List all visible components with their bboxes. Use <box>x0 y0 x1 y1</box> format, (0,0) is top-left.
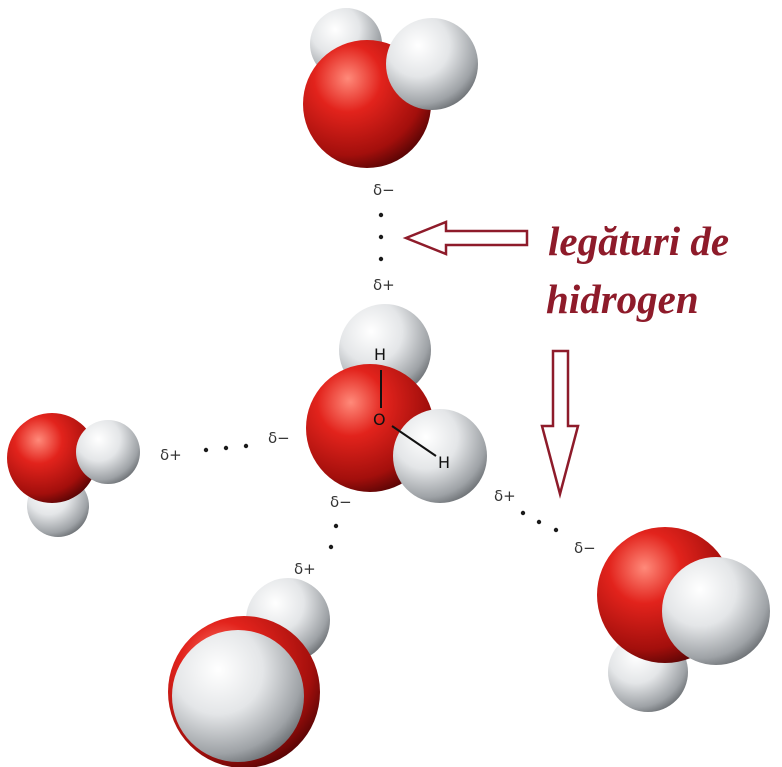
hydrogen-bond-dots-right <box>520 510 559 533</box>
hydrogen-bond-dot <box>520 510 526 516</box>
atom-label-o: O <box>373 410 386 429</box>
hydrogen-bond-dot <box>553 527 559 533</box>
caption-line-2: hidrogen <box>546 276 699 322</box>
atom-label-h-top: H <box>374 345 386 364</box>
hydrogen-atom <box>393 409 487 503</box>
charge-label-bottom-minus: δ− <box>330 493 352 511</box>
charge-label-right-plus: δ+ <box>494 487 516 505</box>
o-h-bond-line <box>391 425 437 457</box>
charge-label-bottom-plus: δ+ <box>294 560 316 578</box>
arrow-left-icon <box>402 220 529 256</box>
charge-label-top-plus: δ+ <box>373 276 395 294</box>
hydrogen-bond-dot <box>243 443 249 449</box>
hydrogen-bond-dot <box>223 445 229 451</box>
water-molecule-right <box>597 527 770 712</box>
charge-label-right-minus: δ− <box>574 539 596 557</box>
hydrogen-bond-dot <box>378 212 384 218</box>
charge-label-left-plus: δ+ <box>160 446 182 464</box>
charge-label-left-minus: δ− <box>268 429 290 447</box>
hydrogen-bond-dot <box>328 544 334 550</box>
hydrogen-atom <box>662 557 770 665</box>
hydrogen-bond-dot <box>203 447 209 453</box>
arrow-down-icon <box>540 349 580 499</box>
hydrogen-bond-dot <box>378 234 384 240</box>
water-molecule-bottom <box>168 578 330 767</box>
water-molecule-left <box>7 413 140 537</box>
hydrogen-bond-dot <box>333 523 339 529</box>
hydrogen-atom <box>172 630 304 762</box>
hydrogen-bond-dots-top <box>378 212 384 262</box>
oxygen-atom <box>7 413 97 503</box>
hydrogen-bond-dots-left <box>203 443 249 453</box>
water-molecule-center: H O H <box>306 304 487 503</box>
hydrogen-bond-dots-bottom <box>328 523 339 550</box>
caption-line-1: legături de <box>548 218 730 264</box>
charge-label-top-minus: δ− <box>373 181 395 199</box>
hydrogen-atom <box>76 420 140 484</box>
hydrogen-bonds-caption: legături de hidrogen <box>546 212 782 328</box>
hydrogen-atom <box>386 18 478 110</box>
hydrogen-bond-dot <box>378 256 384 262</box>
atom-label-h-right: H <box>438 453 450 472</box>
water-molecule-top <box>303 8 478 168</box>
hydrogen-bond-dot <box>536 519 542 525</box>
